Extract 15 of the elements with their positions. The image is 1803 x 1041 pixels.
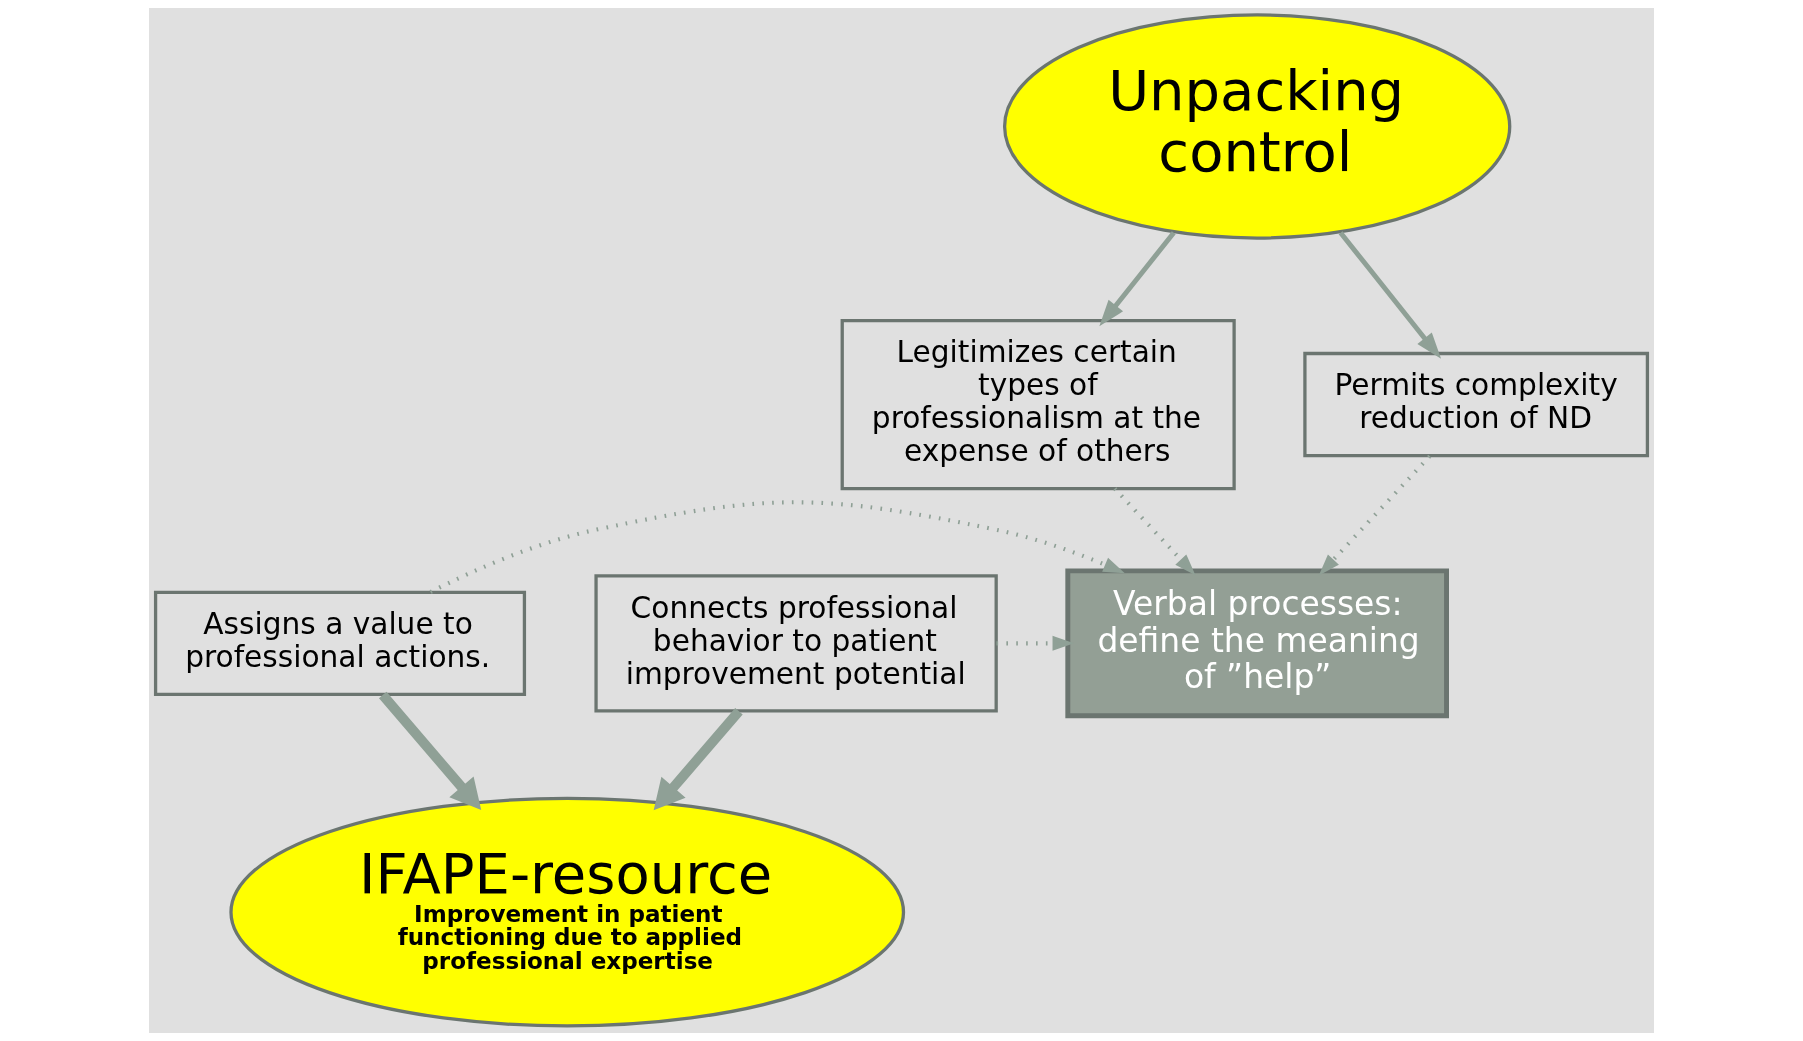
node-box: Assigns a value to professional actions. — [153, 590, 527, 696]
node-box: Permits complexity reduction of ND — [1303, 351, 1650, 458]
arrow — [429, 500, 1125, 594]
node-ellipse: IFAPE-resource Improvement in patient functioning due to applied professional expertise — [229, 796, 906, 1028]
node-ellipse: Unpacking control — [1002, 13, 1512, 240]
arrow — [1338, 231, 1442, 359]
arrow — [1318, 454, 1432, 576]
arrow — [653, 708, 743, 811]
node-box: Connects professional behavior to patient improvement potential — [594, 574, 998, 713]
arrow — [996, 635, 1074, 651]
arrow — [379, 691, 482, 811]
arrow — [1113, 487, 1196, 576]
node-box: Verbal processes: define the meaning of ”help” — [1065, 568, 1449, 719]
node-box: Legitimizes certain types of professionalism at the expense of others — [840, 318, 1236, 491]
arrow — [1099, 231, 1176, 327]
